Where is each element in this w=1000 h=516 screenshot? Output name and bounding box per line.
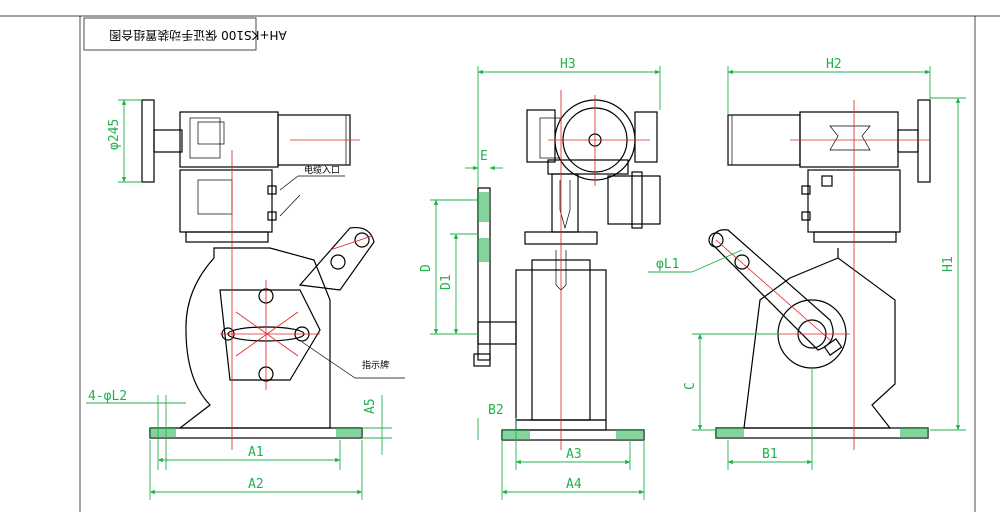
handwheel-left: [141, 99, 155, 183]
motor-right: [727, 114, 801, 166]
dim-H1: H1: [941, 256, 956, 272]
middle-view: H3 E D D1 B2 A3 A4: [419, 57, 661, 500]
dim-B1: B1: [762, 447, 778, 462]
dim-4-phi-L2: 4-φL2: [88, 389, 127, 404]
base-plate-left: [149, 427, 363, 439]
title-block: AH+KS100 保证手动装置组合图: [83, 17, 287, 51]
dim-B2: B2: [488, 403, 504, 418]
crank-arm-left: [298, 226, 375, 291]
right-view: H2 H1 φL1 C B1: [648, 57, 966, 470]
dim-phi245: φ245: [107, 119, 122, 150]
label-cable-inlet: 电缆入口: [304, 164, 340, 176]
dim-phi-L1: φL1: [656, 257, 679, 272]
lower-gearbox-left: [179, 169, 273, 233]
label-indicator: 指示牌: [362, 359, 389, 371]
base-plate-right: [715, 427, 929, 439]
left-view: φ245 4-φL2 A1 A2 A5 电缆入口 指示牌: [86, 99, 405, 500]
dim-H2: H2: [826, 57, 842, 72]
dim-A1: A1: [248, 445, 264, 460]
dim-H3: H3: [560, 57, 576, 72]
indicator-plate-side: [477, 187, 491, 361]
dim-A2: A2: [248, 477, 264, 492]
dim-A4: A4: [566, 477, 582, 492]
dim-C: C: [683, 382, 698, 390]
motor-front: [607, 175, 661, 225]
upper-gearbox-right: [799, 111, 899, 168]
drawing-border: [0, 15, 1000, 512]
dim-D: D: [419, 264, 434, 272]
dim-A5: A5: [363, 398, 378, 414]
dim-E: E: [480, 149, 488, 164]
handwheel-right: [917, 99, 931, 183]
valve-body-left: [178, 247, 331, 429]
valve-body-right: [743, 248, 896, 429]
dim-A3: A3: [566, 447, 582, 462]
upper-gearbox-left: [179, 111, 279, 168]
title-block-text: AH+KS100 保证手动装置组合图: [109, 28, 287, 43]
dim-D1: D1: [439, 274, 454, 290]
